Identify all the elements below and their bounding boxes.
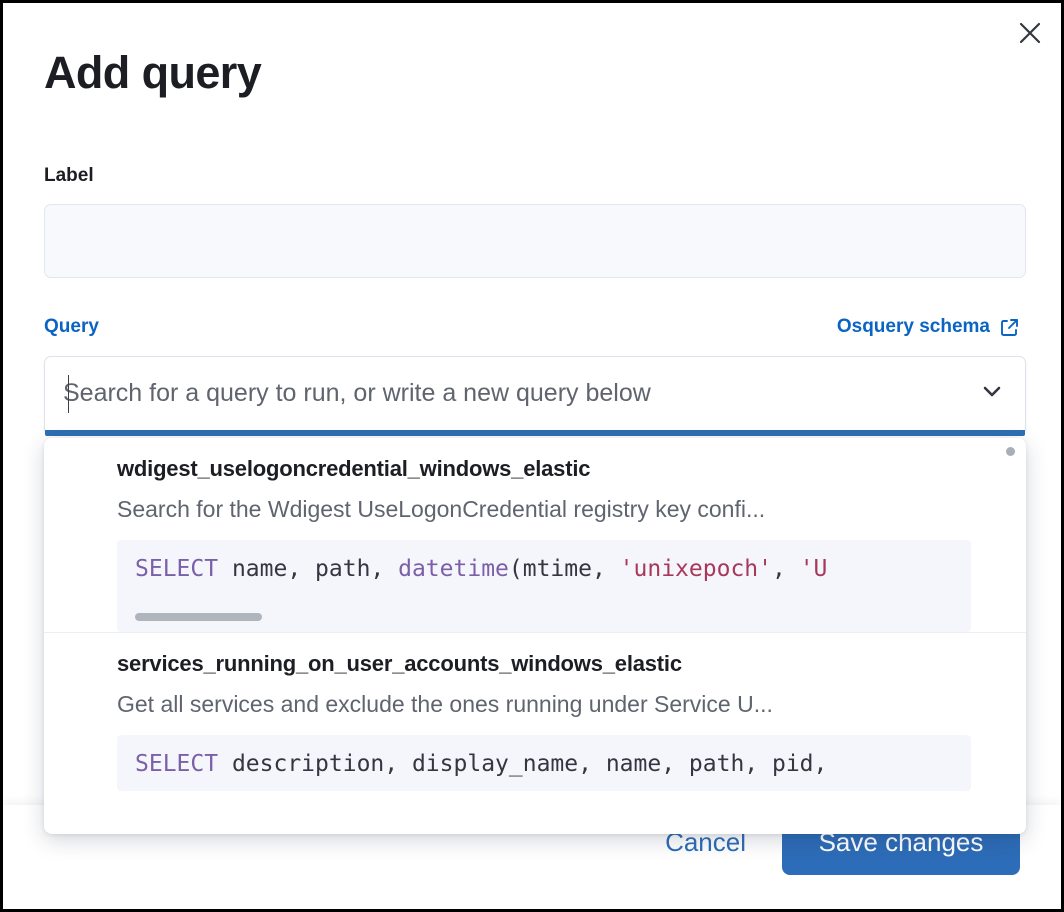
osquery-schema-link[interactable]: Osquery schema — [837, 316, 1020, 338]
list-item-description: Search for the Wdigest UseLogonCredentia… — [117, 496, 766, 522]
text-caret — [68, 375, 69, 413]
dropdown-scrollbar[interactable] — [1006, 447, 1015, 456]
chevron-down-icon[interactable] — [977, 376, 1007, 411]
list-item-description: Get all services and exclude the ones ru… — [117, 691, 773, 717]
sql-code-line: SELECT description, display_name, name, … — [135, 751, 828, 777]
query-suggestions-dropdown[interactable]: wdigest_uselogoncredential_windows_elast… — [44, 438, 1026, 834]
sql-code-line: SELECT name, path, datetime(mtime, 'unix… — [135, 556, 828, 582]
sql-preview[interactable]: SELECT description, display_name, name, … — [117, 735, 971, 791]
list-item[interactable]: wdigest_uselogoncredential_windows_elast… — [44, 438, 1026, 632]
list-item-title: services_running_on_user_accounts_window… — [117, 651, 682, 676]
list-item[interactable]: services_running_on_user_accounts_window… — [44, 632, 1026, 791]
external-link-icon — [999, 317, 1020, 338]
query-combobox[interactable]: Search for a query to run, or write a ne… — [44, 356, 1026, 436]
close-icon — [1017, 20, 1043, 46]
close-button[interactable] — [1011, 14, 1049, 52]
query-field-label: Query — [44, 316, 99, 337]
list-item-title: wdigest_uselogoncredential_windows_elast… — [117, 456, 591, 481]
query-search-input[interactable]: Search for a query to run, or write a ne… — [63, 379, 651, 407]
sql-preview[interactable]: SELECT name, path, datetime(mtime, 'unix… — [117, 540, 971, 632]
osquery-schema-link-label: Osquery schema — [836, 316, 990, 337]
page-title: Add query — [44, 47, 262, 98]
sql-horizontal-scrollbar[interactable] — [135, 613, 262, 621]
label-input[interactable] — [44, 204, 1026, 278]
label-field-label: Label — [44, 165, 94, 186]
